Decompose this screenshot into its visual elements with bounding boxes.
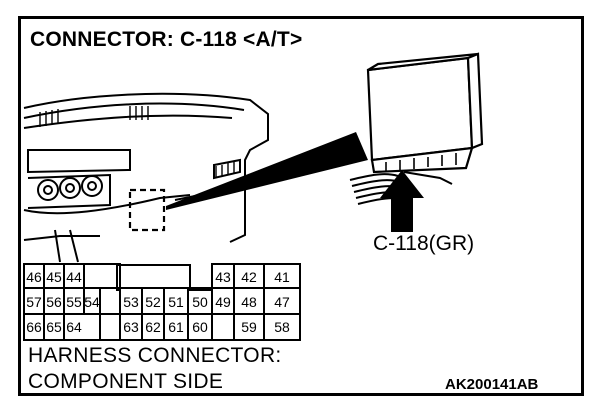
pin-59: 59 [241, 319, 257, 335]
pin-45: 45 [46, 269, 62, 285]
connector-location-marker [128, 188, 166, 232]
pin-54: 54 [84, 294, 100, 310]
harness-caption-line2: COMPONENT SIDE [28, 370, 224, 393]
pin-56: 56 [46, 294, 62, 310]
pin-61: 61 [168, 319, 184, 335]
callout-arrow [380, 170, 424, 232]
pin-60: 60 [192, 319, 208, 335]
pin-53: 53 [123, 294, 139, 310]
harness-connector-face [23, 263, 301, 341]
pin-52: 52 [145, 294, 161, 310]
pin-47: 47 [274, 294, 290, 310]
pin-66: 66 [26, 319, 42, 335]
climate-knobs [37, 175, 103, 201]
pin-55: 55 [66, 294, 82, 310]
connector-callout-label: C-118(GR) [373, 232, 475, 255]
harness-caption-line1: HARNESS CONNECTOR: [28, 344, 282, 367]
figure-code: AK200141AB [445, 376, 539, 393]
pin-48: 48 [241, 294, 257, 310]
pin-41: 41 [274, 269, 290, 285]
module-connector-pins [385, 153, 457, 172]
pin-42: 42 [241, 269, 257, 285]
pin-51: 51 [168, 294, 184, 310]
dashboard-drawing [23, 92, 269, 263]
leader-wedge [166, 132, 368, 210]
diagram-title: CONNECTOR: C-118 <A/T> [30, 28, 303, 51]
pin-58: 58 [274, 319, 290, 335]
pin-65: 65 [46, 319, 62, 335]
pin-49: 49 [215, 294, 231, 310]
pin-63: 63 [123, 319, 139, 335]
pin-43: 43 [215, 269, 231, 285]
pin-46: 46 [26, 269, 42, 285]
pin-50: 50 [192, 294, 208, 310]
vent-grille [39, 106, 235, 177]
pin-64: 64 [66, 319, 82, 335]
pin-44: 44 [66, 269, 82, 285]
pin-62: 62 [145, 319, 161, 335]
tcm-module [366, 52, 484, 174]
pin-57: 57 [26, 294, 42, 310]
